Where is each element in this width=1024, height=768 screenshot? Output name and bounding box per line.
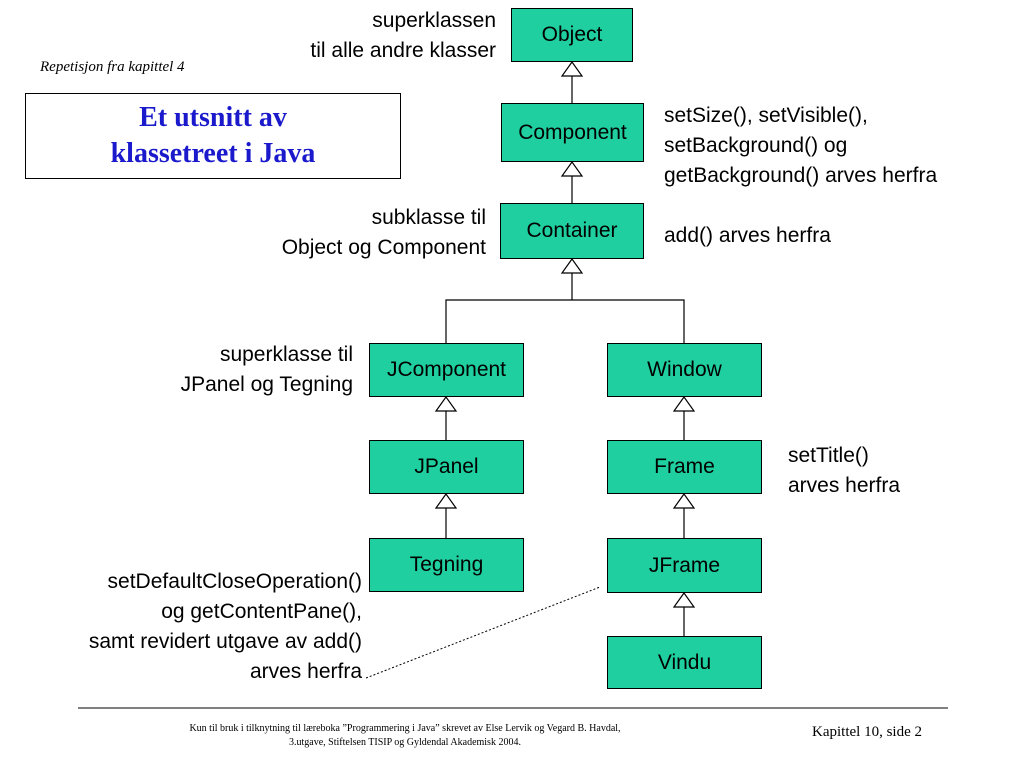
- inherit-arrowhead-component: [560, 160, 584, 177]
- note-object: superklassen til alle andre klasser: [310, 9, 496, 62]
- title-line-1: Et utsnitt av: [139, 102, 287, 133]
- note-component: setSize(), setVisible(), setBackground()…: [664, 104, 938, 187]
- class-component: Component: [501, 103, 644, 162]
- inherit-arrowhead-jcomponent: [434, 395, 458, 412]
- inherit-arrowhead-container: [560, 257, 584, 274]
- slide-subtitle: Repetisjon fra kapittel 4: [40, 59, 185, 75]
- note-frame: setTitle() arves herfra: [788, 444, 901, 497]
- class-frame: Frame: [607, 440, 762, 494]
- footer-page-number: Kapittel 10, side 2: [812, 724, 922, 740]
- slide-title: Et utsnitt av klassetreet i Java: [25, 93, 401, 179]
- inherit-arrowhead-object: [560, 60, 584, 77]
- inherit-line-branch: [445, 299, 685, 343]
- class-jframe: JFrame: [607, 538, 762, 593]
- class-vindu: Vindu: [607, 636, 762, 689]
- annotation-pointer-line: [365, 586, 601, 679]
- note-container-left: subklasse til Object og Component: [281, 206, 486, 259]
- class-window: Window: [607, 343, 762, 397]
- note-container-right: add() arves herfra: [664, 224, 831, 247]
- inherit-arrowhead-jpanel: [434, 492, 458, 509]
- title-line-2: klassetreet i Java: [110, 138, 316, 169]
- class-container: Container: [500, 203, 644, 259]
- note-jframe: setDefaultCloseOperation() og getContent…: [88, 570, 362, 683]
- class-object: Object: [511, 8, 633, 62]
- inherit-arrowhead-frame: [672, 492, 696, 509]
- class-tegning: Tegning: [369, 538, 524, 592]
- inherit-arrowhead-window: [672, 395, 696, 412]
- inherit-arrowhead-jframe: [672, 591, 696, 608]
- footer-credits: Kun til bruk i tilknytning til læreboka …: [189, 723, 621, 748]
- class-jcomponent: JComponent: [369, 343, 524, 397]
- class-jpanel: JPanel: [369, 440, 524, 494]
- note-jcomponent: superklasse til JPanel og Tegning: [180, 343, 353, 396]
